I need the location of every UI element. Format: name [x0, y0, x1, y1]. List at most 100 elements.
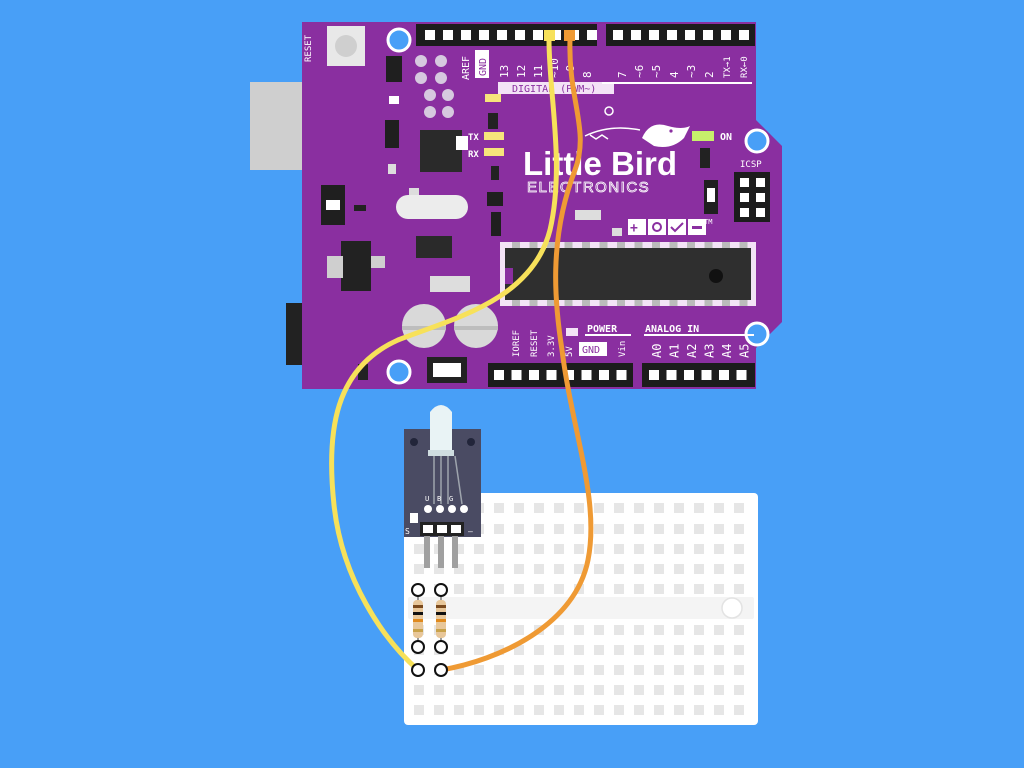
breadboard-hole [714, 524, 724, 534]
breadboard-hole [674, 524, 684, 534]
header-pin[interactable] [684, 370, 694, 380]
breadboard-hole [674, 685, 684, 695]
breadboard-hole [554, 665, 564, 675]
brand-sub: ELECTRONICS [527, 179, 650, 196]
header-pin[interactable] [511, 370, 522, 380]
breadboard-hole [634, 665, 644, 675]
header-pin[interactable] [736, 370, 747, 380]
breadboard-hole [474, 625, 484, 635]
header-pin[interactable] [551, 30, 561, 40]
breadboard-hole [574, 503, 584, 513]
breadboard-hole [514, 645, 524, 655]
breadboard-hole [714, 705, 724, 715]
rx-led [484, 148, 504, 156]
breadboard-hole [734, 685, 744, 695]
breadboard-hole [574, 625, 584, 635]
on-led [692, 131, 714, 141]
breadboard-hole [694, 685, 704, 695]
header-pin[interactable] [613, 30, 623, 40]
header-pin[interactable] [616, 370, 627, 380]
power-pin-label: Vin [618, 341, 628, 357]
breadboard-hole [614, 645, 624, 655]
breadboard-hole [574, 665, 584, 675]
breadboard-hole [694, 705, 704, 715]
breadboard-hole [494, 584, 504, 594]
breadboard-hole [714, 564, 724, 574]
header-pin[interactable] [739, 30, 749, 40]
header-pin[interactable] [479, 30, 489, 40]
breadboard-hole [534, 564, 544, 574]
header-pin[interactable] [497, 30, 507, 40]
breadboard-hole [454, 625, 464, 635]
header-pin[interactable] [581, 370, 592, 380]
power-pin-label: IOREF [512, 330, 522, 357]
header-pin[interactable] [546, 370, 557, 380]
breadboard-hole [474, 544, 484, 554]
breadboard-hole [714, 665, 724, 675]
breadboard-hole [594, 503, 604, 513]
breadboard-hole [514, 705, 524, 715]
chip-pin [722, 242, 730, 248]
breadboard-hole [634, 685, 644, 695]
header-pin[interactable] [529, 370, 539, 380]
breadboard-hole [474, 645, 484, 655]
header-pin[interactable] [703, 30, 713, 40]
breadboard-hole [474, 564, 484, 574]
yellow-wire [329, 37, 559, 673]
header-pin[interactable] [701, 370, 712, 380]
digital-header-right [606, 24, 755, 46]
header-pin[interactable] [649, 370, 659, 380]
breadboard-hole [534, 685, 544, 695]
breadboard-hole [714, 503, 724, 513]
header-pin[interactable] [631, 30, 641, 40]
header-pin[interactable] [564, 370, 574, 380]
breadboard-hole [674, 544, 684, 554]
breadboard-hole [734, 503, 744, 513]
analog-pin-label: A1 [668, 344, 682, 358]
breadboard-hole [514, 564, 524, 574]
module-pins [424, 536, 458, 568]
analog-pin-label: A4 [720, 344, 734, 358]
rx-label: RX [468, 150, 479, 160]
breadboard-hole [634, 503, 644, 513]
breadboard-hole [594, 544, 604, 554]
analog-header [642, 363, 755, 387]
header-pin[interactable] [666, 370, 677, 380]
connection-points [411, 583, 448, 654]
breadboard-hole [614, 625, 624, 635]
breadboard-hole [474, 584, 484, 594]
wire-end-yellow [544, 30, 555, 41]
header-pin[interactable] [587, 30, 597, 40]
breadboard-hole [634, 544, 644, 554]
breadboard-hole [694, 665, 704, 675]
header-pin[interactable] [461, 30, 471, 40]
analog-pin-label: A5 [738, 344, 752, 358]
chip-pin [634, 300, 643, 306]
breadboard-hole [434, 685, 444, 695]
icsp-pin [740, 193, 749, 202]
breadboard-hole [634, 524, 644, 534]
chip-pin [687, 242, 695, 248]
breadboard-hole [534, 665, 544, 675]
header-pin[interactable] [443, 30, 453, 40]
header-pin[interactable] [599, 370, 609, 380]
header-pin[interactable] [719, 370, 729, 380]
header-pin[interactable] [494, 370, 504, 380]
breadboard-hole [454, 564, 464, 574]
header-pin[interactable] [425, 30, 435, 40]
header-pin[interactable] [649, 30, 659, 40]
header-pin[interactable] [533, 30, 543, 40]
header-pin[interactable] [721, 30, 731, 40]
breadboard-hole [594, 645, 604, 655]
breadboard-hole [734, 524, 744, 534]
power-header [488, 363, 633, 387]
header-pin[interactable] [515, 30, 525, 40]
orange-wire [438, 37, 594, 673]
chip-pin [704, 300, 713, 306]
breadboard-hole [414, 564, 424, 574]
analog-pin-label: A2 [685, 344, 699, 358]
power-pin-label: 3.3V [547, 335, 557, 357]
header-pin[interactable] [667, 30, 677, 40]
header-pin[interactable] [685, 30, 695, 40]
